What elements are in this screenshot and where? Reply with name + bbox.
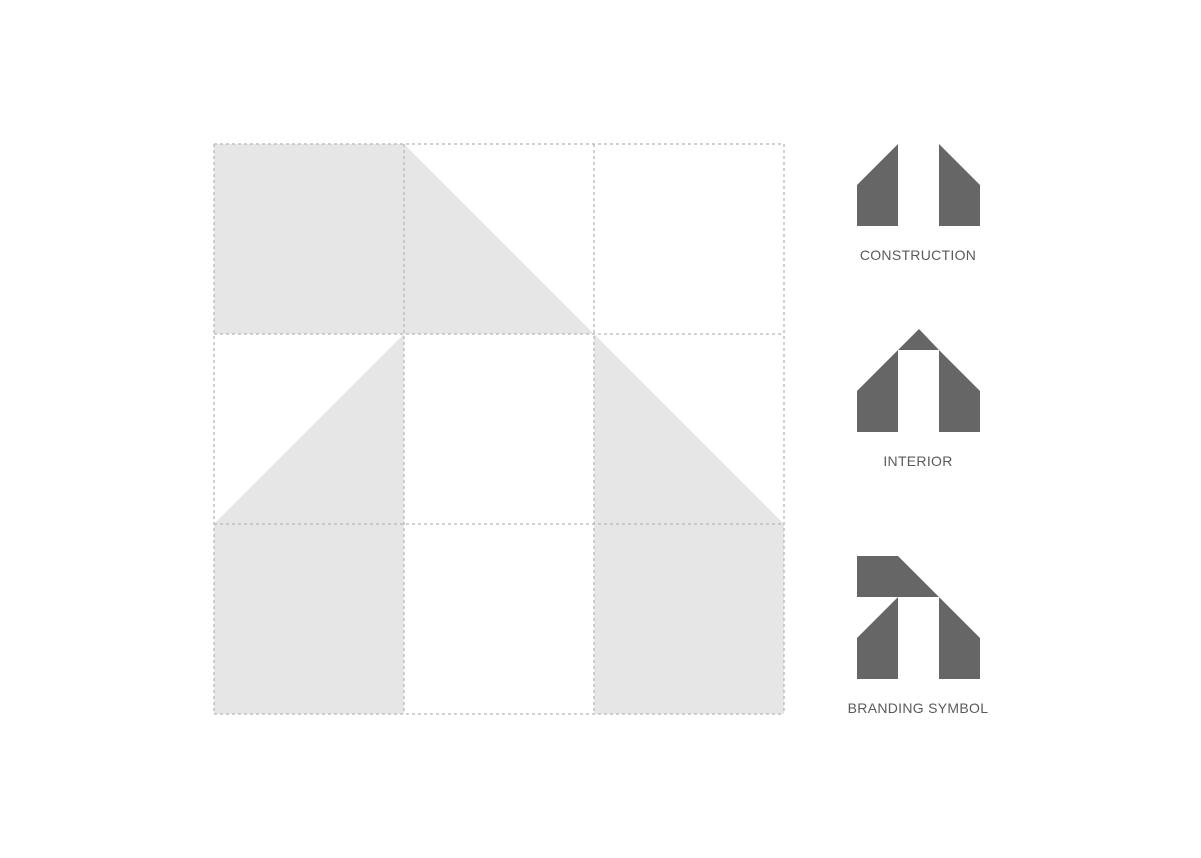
construction-symbol-icon [857, 144, 980, 226]
grid-cell-top-left [214, 144, 404, 334]
grid-lines [213, 143, 785, 715]
grid-triangle-top-middle [404, 144, 594, 334]
construction-label: CONSTRUCTION [859, 247, 977, 263]
interior-symbol-icon [857, 329, 980, 432]
branding-symbol-icon [857, 556, 980, 679]
grid-triangle-middle-left [214, 334, 404, 524]
grid-shapes [214, 144, 784, 714]
grid-triangle-middle-right [594, 334, 784, 524]
grid-cell-bottom-left [214, 524, 404, 714]
branding-symbol-label: BRANDING SYMBOL [847, 700, 989, 716]
grid-cell-bottom-right [594, 524, 784, 714]
interior-label: INTERIOR [883, 453, 953, 469]
